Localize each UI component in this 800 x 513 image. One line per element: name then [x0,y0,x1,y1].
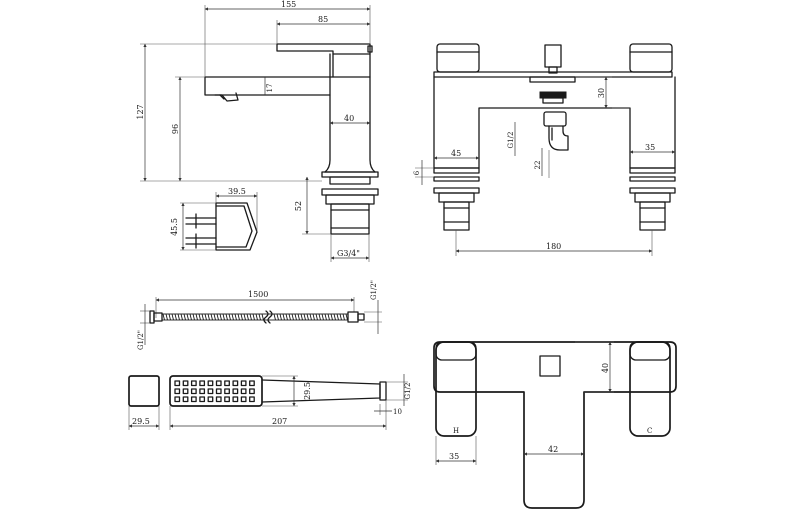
dim-hose-thread-left: G1/2" [137,330,145,350]
nozzle [240,380,247,387]
nozzle [174,380,181,387]
nozzle [224,380,230,387]
shower-hose: 1500 G1/2" G1/2" [137,280,382,350]
nozzle [249,396,255,403]
dim-outlet-offset: 22 [534,161,542,170]
nozzle [182,396,189,403]
dim-handset-head-height: 29.5 [303,382,312,400]
cold-indicator: C [647,427,652,435]
nozzle [232,388,239,395]
nozzle [199,396,206,403]
dim-handset-tail: 10 [393,408,402,416]
dim-spout-height: 96 [171,124,180,134]
dim-thread-length: 52 [294,201,303,211]
nozzle [207,396,214,403]
nozzle [215,380,222,387]
dim-flange-width: 39.5 [228,187,246,196]
plan-view: H C 40 35 42 [433,341,677,509]
flange-detail: 39.5 45.5 [170,187,258,251]
dim-lever-width: 85 [318,15,328,24]
dim-handset-length: 207 [272,417,287,426]
nozzle [240,388,247,395]
nozzle [249,380,255,387]
dim-handle-width: 35 [449,452,459,461]
dim-handset-end-width: 29.5 [132,417,150,426]
dim-flange-height: 45.5 [170,218,179,236]
nozzle [190,380,197,387]
dim-valve-offset: 30 [597,88,606,98]
dim-handset-thread: G1/2 [404,383,412,400]
nozzle [232,396,239,403]
nozzle [190,396,197,403]
dim-outlet-thread: G1/2 [507,132,515,149]
front-view: 30 45 35 6 G1/2 22 180 [413,43,676,256]
dim-body-width: 40 [344,114,354,123]
shower-handset: 29.5 29.5 207 10 G1/2 [128,374,412,430]
nozzle-grid [174,380,255,403]
nozzle [182,380,189,387]
nozzle [215,388,222,395]
nozzle [215,396,222,403]
hot-indicator: H [453,427,459,435]
dim-hose-length: 1500 [248,290,268,299]
dim-spout-thickness: 17 [266,84,274,93]
nozzle [207,388,214,395]
dim-front-height: 6 [413,170,421,175]
nozzle [207,380,214,387]
dim-centres: 180 [546,242,561,251]
dim-handle-depth: 40 [601,363,610,373]
nozzle [249,388,255,395]
dim-hose-thread-right: G1/2" [370,280,378,300]
nozzle [199,380,206,387]
dim-spout-width: 42 [548,445,558,454]
nozzle [232,380,239,387]
dim-body-left: 45 [451,149,461,158]
nozzle [224,388,230,395]
nozzle [182,388,189,395]
nozzle [190,388,197,395]
nozzle [199,388,206,395]
nozzle [224,396,230,403]
nozzle [174,396,181,403]
dim-body-right: 35 [645,143,655,152]
dim-overall-height: 127 [136,104,145,119]
nozzle [174,388,181,395]
dim-overall-width: 155 [281,0,296,9]
nozzle [240,396,247,403]
dim-thread: G3/4" [337,249,360,258]
side-view: 155 85 127 96 17 40 52 G3/4" [136,0,379,262]
